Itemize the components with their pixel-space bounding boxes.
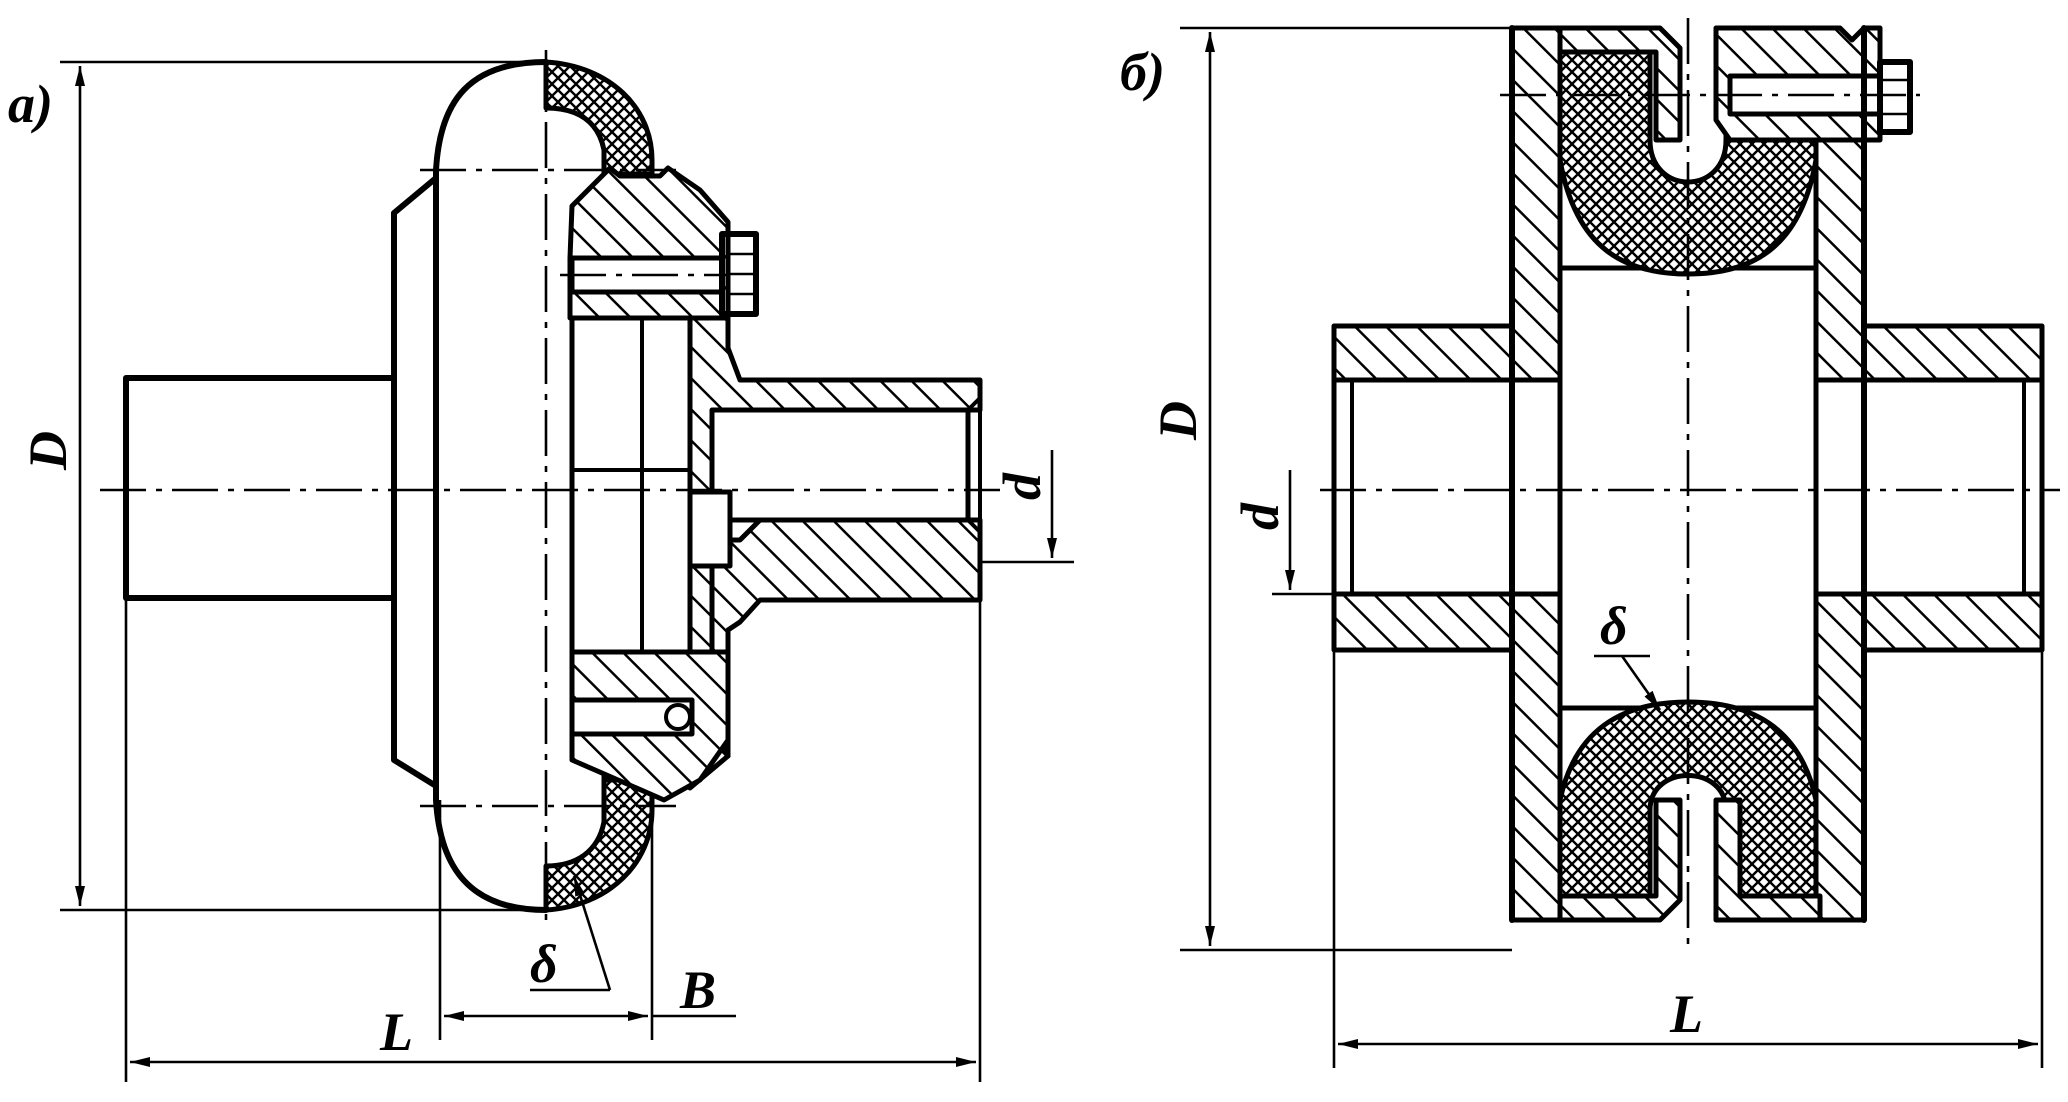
bolt-head-b (1877, 59, 1913, 135)
delta-leader-a (572, 875, 612, 991)
left-flange (391, 175, 439, 789)
rubber-shell-lower (1557, 699, 1819, 923)
nut-lower (664, 703, 692, 731)
keyway (687, 489, 733, 569)
tire-outline (433, 59, 549, 913)
clamp-ring-upper (567, 165, 731, 321)
hub-bore (709, 407, 971, 523)
panel-b: б) (1120, 18, 2060, 1068)
left-bore (1331, 377, 1563, 597)
dim-D-label-b: D (1148, 401, 1208, 441)
delta-label-a: δ (530, 934, 558, 994)
dim-d-label-a: d (992, 472, 1052, 500)
rubber-shell-upper (1557, 25, 1819, 277)
dim-L-label-b: L (1669, 984, 1703, 1044)
right-hub-body-lower (709, 517, 983, 759)
right-bore (1813, 377, 2045, 597)
dim-L-label-a: L (379, 1002, 413, 1062)
panel-b-label: б) (1120, 42, 1165, 102)
hub-bore-chamfer (966, 396, 982, 534)
left-hub (123, 375, 397, 601)
dim-B-label-a: B (679, 960, 716, 1020)
clamp-ring-lower-right (1713, 797, 1823, 923)
dim-D-label-a: D (18, 431, 78, 471)
clamp-ring-lower-left (1557, 797, 1683, 923)
tire-section-lower (543, 777, 655, 913)
delta-leader-b (1620, 655, 1662, 711)
dim-d-label-b: d (1230, 502, 1290, 530)
panel-a: а) (8, 50, 1074, 1082)
tire-section-upper (543, 59, 655, 177)
inner-cavity (569, 315, 693, 655)
clamp-ring-upper-left (1557, 25, 1683, 143)
delta-label-b: δ (1600, 596, 1628, 656)
panel-a-label: а) (8, 74, 53, 134)
